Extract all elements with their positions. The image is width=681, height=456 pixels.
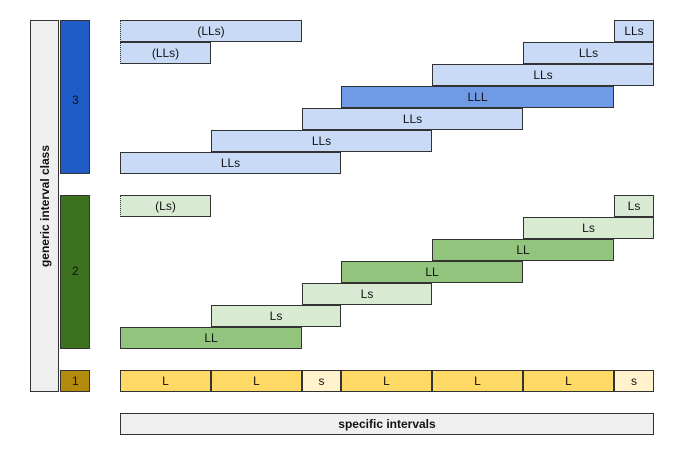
- class3-row2-left-box: (LLs): [120, 42, 211, 64]
- class2-row3-box: LL: [432, 239, 614, 261]
- class2-row7-box: LL: [120, 327, 302, 349]
- class1-step-6: L: [523, 370, 614, 392]
- y-axis-label-box: generic interval class: [30, 20, 59, 392]
- class2-row5-label: Ls: [360, 287, 374, 301]
- class3-row1-left-box: (LLs): [120, 20, 302, 42]
- class3-row2-right-label: LLs: [578, 46, 599, 60]
- class2-row3-label: LL: [516, 243, 530, 257]
- x-axis-label: specific intervals: [338, 417, 436, 431]
- class-2-number: 2: [72, 264, 79, 278]
- class-3-number: 3: [72, 93, 79, 107]
- class1-step-2: L: [211, 370, 302, 392]
- class3-row1-right-label: LLs: [624, 24, 644, 38]
- class2-row1-right-label: Ls: [627, 199, 641, 213]
- class3-row6-label: LLs: [311, 134, 332, 148]
- class1-step-1-label: L: [162, 374, 169, 388]
- class3-row5-label: LLs: [402, 112, 423, 126]
- class1-step-4-label: L: [383, 374, 390, 388]
- class1-step-2-label: L: [253, 374, 260, 388]
- class1-step-6-label: L: [565, 374, 572, 388]
- class2-row4-box: LL: [341, 261, 523, 283]
- class-1-bar: 1: [60, 370, 90, 392]
- class-2-bar: 2: [60, 195, 90, 349]
- class3-row5-box: LLs: [302, 108, 523, 130]
- class3-row4-label: LLL: [467, 90, 488, 104]
- class3-row2-left-label: (LLs): [151, 46, 180, 60]
- class3-row3-box: LLs: [432, 64, 654, 86]
- class-1-number: 1: [72, 374, 79, 388]
- x-axis-label-box: specific intervals: [120, 413, 654, 435]
- class1-step-4: L: [341, 370, 432, 392]
- class3-row1-left-label: (LLs): [197, 24, 225, 38]
- class3-row2-right-box: LLs: [523, 42, 654, 64]
- class1-step-1: L: [120, 370, 211, 392]
- class1-step-7: s: [614, 370, 654, 392]
- class2-row5-box: Ls: [302, 283, 432, 305]
- class3-row1-right-box: LLs: [614, 20, 654, 42]
- class2-row2-label: Ls: [582, 221, 595, 235]
- class2-row1-left-label: (Ls): [155, 199, 176, 213]
- class2-row2-box: Ls: [523, 217, 654, 239]
- class3-row6-box: LLs: [211, 130, 432, 152]
- class1-step-3-label: s: [318, 374, 325, 388]
- class2-row6-label: Ls: [269, 309, 283, 323]
- class2-row6-box: Ls: [211, 305, 341, 327]
- class1-step-7-label: s: [631, 374, 637, 388]
- class3-row7-box: LLs: [120, 152, 341, 174]
- class2-row1-right-box: Ls: [614, 195, 654, 217]
- class1-step-5: L: [432, 370, 523, 392]
- class2-row1-left-box: (Ls): [120, 195, 211, 217]
- class3-row7-label: LLs: [220, 156, 241, 170]
- class-3-bar: 3: [60, 20, 90, 174]
- class2-row4-label: LL: [425, 265, 439, 279]
- class2-row7-label: LL: [204, 331, 218, 345]
- class1-step-3: s: [302, 370, 341, 392]
- y-axis-label: generic interval class: [37, 144, 52, 268]
- class1-step-5-label: L: [474, 374, 481, 388]
- class3-row4-box: LLL: [341, 86, 614, 108]
- class3-row3-label: LLs: [533, 68, 553, 82]
